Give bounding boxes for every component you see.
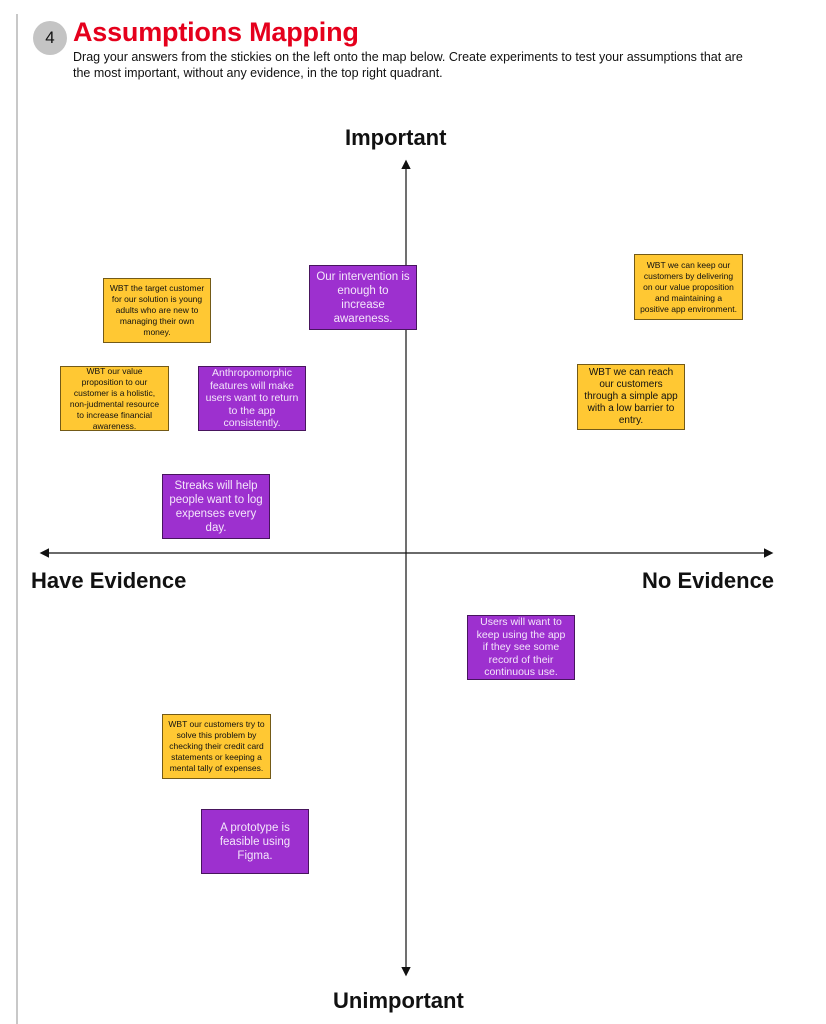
sticky-note[interactable]: WBT our value proposition to our custome…	[60, 366, 169, 431]
axis-label-important: Important	[345, 125, 447, 150]
sticky-note[interactable]: WBT we can reach our customers through a…	[577, 364, 685, 430]
axis-label-have-evidence: Have Evidence	[31, 568, 187, 593]
sticky-note[interactable]: WBT the target customer for our solution…	[103, 278, 211, 343]
instructions-text: Drag your answers from the stickies on t…	[73, 50, 743, 80]
sticky-note[interactable]: Streaks will help people want to log exp…	[162, 474, 270, 539]
step-number-badge: 4	[33, 21, 67, 55]
left-margin-rule	[16, 14, 18, 1024]
sticky-note[interactable]: Our intervention is enough to increase a…	[309, 265, 417, 330]
sticky-note[interactable]: A prototype is feasible using Figma.	[201, 809, 309, 874]
sticky-note[interactable]: WBT we can keep our customers by deliver…	[634, 254, 743, 320]
sticky-note[interactable]: WBT our customers try to solve this prob…	[162, 714, 271, 779]
axis-label-no-evidence: No Evidence	[642, 568, 775, 593]
axis-label-unimportant: Unimportant	[333, 988, 464, 1013]
sticky-note[interactable]: Users will want to keep using the app if…	[467, 615, 575, 680]
section-title: Assumptions Mapping	[73, 17, 359, 47]
sticky-note[interactable]: Anthropomorphic features will make users…	[198, 366, 306, 431]
